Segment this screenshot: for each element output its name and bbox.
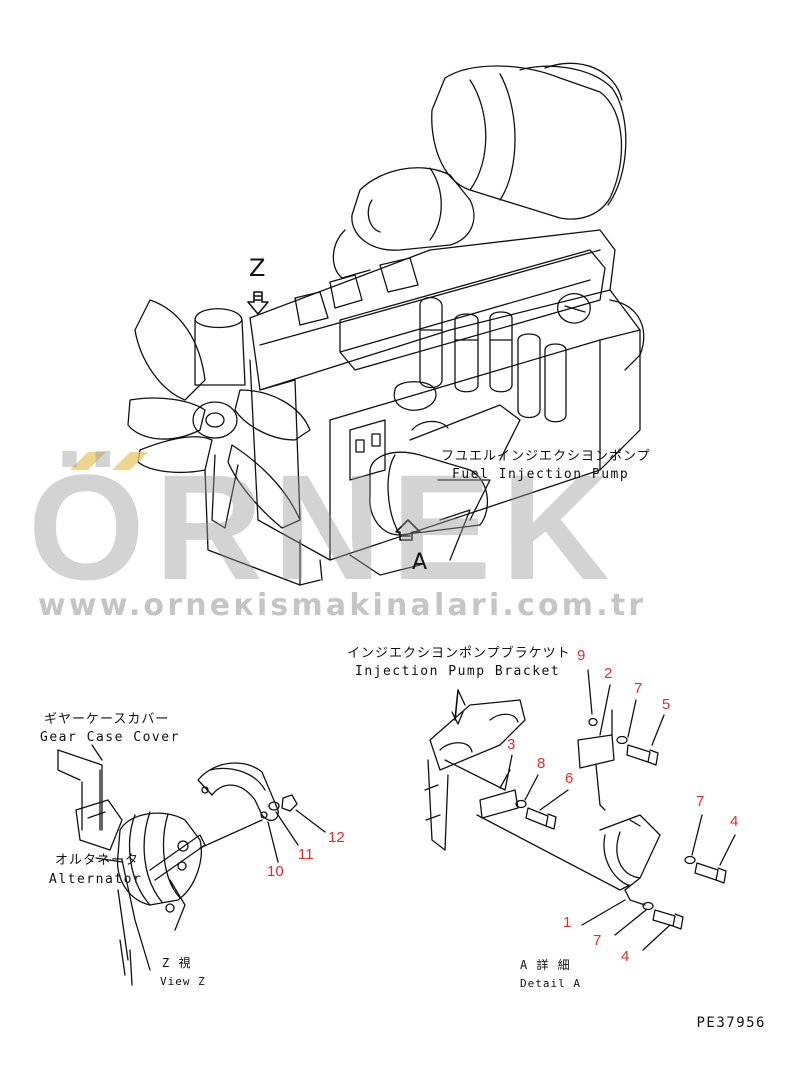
view-marker-a: A [412, 550, 428, 575]
air-cleaner [431, 62, 627, 220]
fuel-injection-pump [349, 404, 521, 536]
callout-7: 7 [634, 680, 643, 697]
view-marker-z: Z [249, 254, 266, 282]
callout-4b: 4 [621, 948, 630, 965]
label-alternator-en: Alternator [49, 872, 143, 887]
view-z-drawing [57, 744, 326, 986]
view-arrow-z [247, 291, 269, 315]
leader-fuel-pump [437, 479, 491, 521]
drawing-code: PE37956 [696, 1015, 766, 1031]
callout-10: 10 [267, 863, 284, 880]
label-detail-a-en: Detail A [520, 977, 581, 990]
callout-3: 3 [507, 736, 516, 753]
callout-5: 5 [662, 696, 671, 713]
callout-2: 2 [604, 665, 613, 682]
watermark-brand: ÖRNEK [28, 443, 620, 611]
label-detail-a-jp: A 詳 細 [520, 958, 571, 972]
label-bracket-en: Injection Pump Bracket [355, 664, 561, 679]
label-fuel-pump-en: Fuel Injection Pump [452, 467, 630, 482]
watermark-accent [70, 452, 148, 470]
label-view-z-en: View Z [160, 975, 206, 988]
label-bracket-jp: インジエクシヨンポンプブラケツト [347, 646, 571, 661]
callout-9: 9 [577, 647, 586, 664]
label-gear-cover-jp: ギヤーケースカバー [44, 712, 170, 727]
view-arrow-a [395, 519, 421, 541]
detail-a-drawing [424, 669, 736, 951]
fuel-filters [393, 296, 567, 423]
callout-6: 6 [565, 770, 574, 787]
callout-8: 8 [537, 755, 546, 772]
engine-drawing [127, 62, 645, 586]
callout-11: 11 [298, 846, 314, 863]
label-alternator-jp: オルタネータ [55, 853, 140, 868]
callout-1: 1 [563, 914, 572, 931]
watermark-url: www.orneкismakinalari.com.tr [38, 588, 647, 623]
callout-12: 12 [328, 829, 345, 846]
callout-7c: 7 [593, 932, 602, 949]
callout-7b: 7 [696, 793, 705, 810]
label-gear-cover-en: Gear Case Cover [40, 730, 180, 745]
label-fuel-pump-jp: フユエルインジエクシヨンポンプ [441, 449, 651, 464]
label-view-z-jp: Z 視 [162, 956, 192, 970]
callout-4: 4 [730, 813, 739, 830]
